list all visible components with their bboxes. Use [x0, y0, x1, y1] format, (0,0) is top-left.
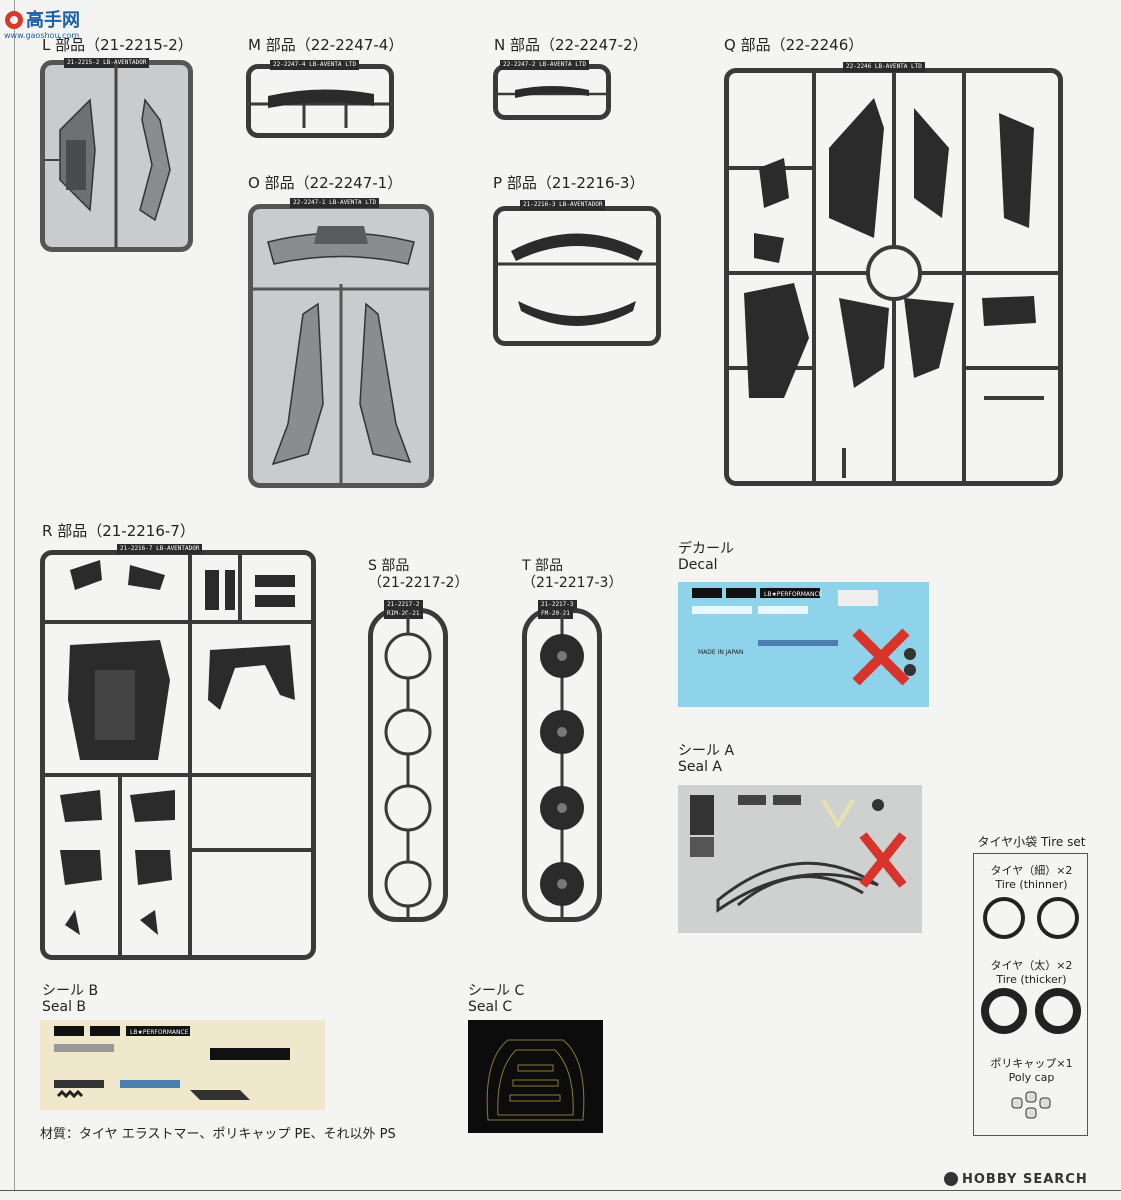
decal-brand-text: LB★PERFORMANCE [764, 591, 823, 598]
seal-c-title-en: Seal C [468, 999, 513, 1015]
watermark-url-text: www.gaoshou.com [4, 31, 79, 40]
sprue-t-parts [540, 612, 584, 918]
sprue-t-title-1: T 部品 [522, 558, 564, 574]
sprue-n-title: N 部品（22-2247-2） [494, 36, 648, 54]
seal-b-sheet: LB★PERFORMANCE [40, 1020, 325, 1110]
sprue-r-parts [44, 554, 312, 956]
seal-a-sheet [678, 785, 922, 933]
sprue-q-tag: 22-2246 LB-AVENTA LTD [843, 62, 925, 72]
tire-thin-label-en: Tire (thinner) [995, 878, 1068, 891]
polycap-label-jp: ポリキャップ×1 [990, 1057, 1073, 1070]
sprue-s-tag-2: RIM-20-21 [384, 609, 423, 619]
page-left-border [14, 0, 15, 1190]
sprue-p-title: P 部品（21-2216-3） [493, 174, 645, 192]
tire-thick-label-jp: タイヤ（太）×2 [990, 959, 1073, 972]
sprue-o-tag: 22-2247-1 LB-AVENTA LTD [290, 198, 380, 208]
material-note: 材質：タイヤ エラストマー、ポリキャップ PE、それ以外 PS [40, 1127, 396, 1142]
decal-title-en: Decal [678, 557, 718, 573]
watermark-graphic: 高手网 www.gaoshou.com [4, 9, 80, 40]
watermark-logo: 高手网 www.gaoshou.com [2, 6, 80, 40]
sprue-s-title-1: S 部品 [368, 558, 410, 574]
footer-divider [0, 1190, 1121, 1191]
decal-graphics: LB★PERFORMANCE MADE IN JAPAN [692, 588, 916, 686]
seal-b-title-jp: シール B [42, 983, 99, 999]
decal-title-jp: デカール [678, 541, 734, 557]
seal-a-title-jp: シール A [678, 743, 735, 759]
sprue-r-title: R 部品（21-2216-7） [42, 522, 195, 540]
seal-b-graphics: LB★PERFORMANCE [54, 1026, 290, 1100]
decal-sheet: LB★PERFORMANCE MADE IN JAPAN [678, 582, 929, 707]
tire-set-graphics [981, 897, 1081, 1119]
sprue-s-title-2: （21-2217-2） [368, 575, 469, 591]
sprue-n-parts [497, 86, 607, 98]
sprue-p-parts [497, 233, 657, 326]
tire-set-title: タイヤ小袋 Tire set [977, 835, 1086, 849]
sprue-l-title: L 部品（21-2215-2） [42, 36, 193, 54]
sprue-n-tag: 22-2247-2 LB-AVENTA LTD [500, 60, 590, 70]
footer-logo: HOBBY SEARCH [962, 1172, 1088, 1187]
tire-thin-label-jp: タイヤ（細）×2 [990, 864, 1073, 877]
sprue-t-tag-2: FM-20-21 [538, 609, 573, 619]
sprue-m-tag: 22-2247-4 LB-AVENTA LTD [270, 60, 360, 70]
sprue-q-title: Q 部品（22-2246） [724, 36, 864, 54]
seal-c-sheet [468, 1020, 603, 1133]
tire-thick-label-en: Tire (thicker) [996, 973, 1067, 986]
seal-b-title-en: Seal B [42, 999, 87, 1015]
watermark-site-text: 高手网 [26, 9, 80, 31]
sprue-l-parts [44, 64, 171, 248]
seal-c-title-jp: シール C [468, 983, 525, 999]
seal-a-title-en: Seal A [678, 759, 722, 775]
sprue-q-parts [728, 72, 1059, 482]
decal-made-in-text: MADE IN JAPAN [698, 649, 743, 656]
sprue-o-parts [252, 226, 430, 484]
sprue-s-parts [384, 612, 432, 918]
seal-a-graphics [690, 795, 907, 913]
sprue-r-tag: 21-2216-7 LB-AVENTADOR [117, 544, 203, 554]
sprue-l-tag: 21-2215-2 LB-AVENTADOR [64, 58, 150, 68]
sprue-o-title: O 部品（22-2247-1） [248, 174, 403, 192]
tire-set-box: タイヤ小袋 Tire set タイヤ（細）×2 Tire (thinner) タ… [973, 836, 1088, 1136]
seal-c-graphics [486, 1039, 585, 1121]
seal-b-brand-text: LB★PERFORMANCE [130, 1029, 189, 1036]
polycap-label-en: Poly cap [1008, 1071, 1055, 1084]
sprue-p-tag: 21-2216-3 LB-AVENTADOR [520, 200, 606, 210]
sprue-m-parts [250, 89, 390, 128]
sprue-s-tag-1: 21-2217-2 [384, 600, 423, 610]
sprue-t-title-2: （21-2217-3） [522, 575, 623, 591]
sprue-m-title: M 部品（22-2247-4） [248, 36, 404, 54]
sprue-t-tag-1: 21-2217-3 [538, 600, 577, 610]
footer-logo-icon [944, 1172, 958, 1186]
